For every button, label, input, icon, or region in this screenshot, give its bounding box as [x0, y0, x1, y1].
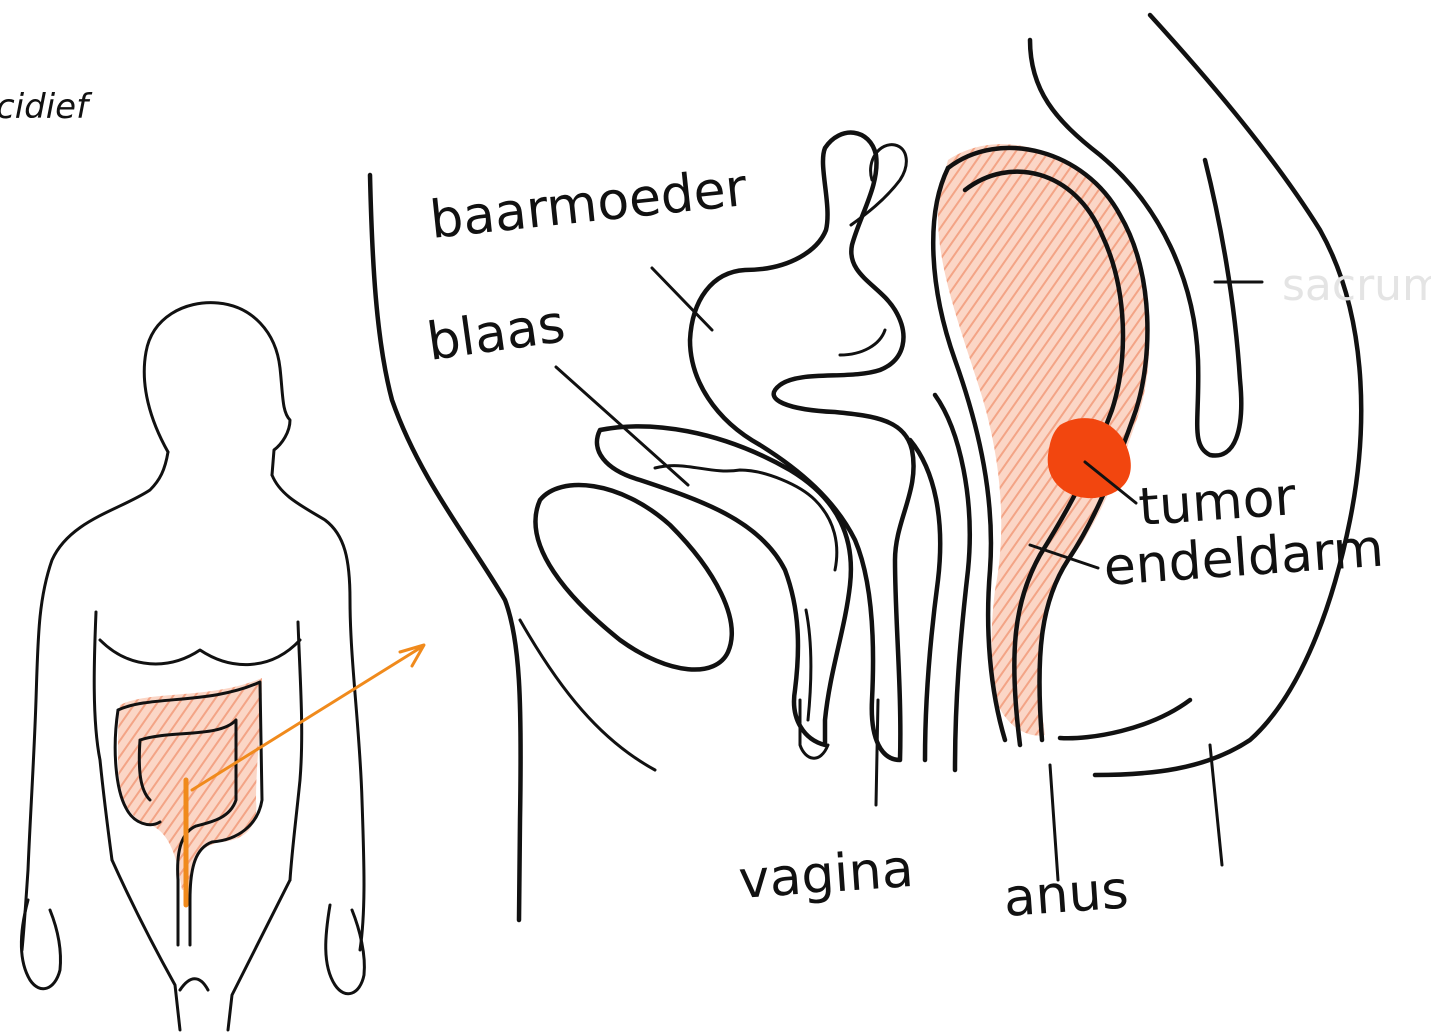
label-sacrum-faint: sacrum	[1282, 260, 1431, 311]
body-hand-left	[22, 900, 61, 989]
body-chest-lines	[100, 640, 300, 665]
buttock-line	[1060, 700, 1190, 738]
label-uterus: baarmoeder	[427, 158, 750, 251]
bladder-outline	[597, 426, 851, 745]
label-bladder: blaas	[423, 294, 568, 373]
bladder-wall-inner	[806, 610, 811, 720]
label-vagina: vagina	[737, 839, 916, 911]
body-head-outline	[144, 303, 290, 475]
label-anus: anus	[1002, 860, 1131, 929]
body-leg-lines	[112, 860, 290, 1030]
colon-highlight	[118, 678, 262, 890]
fallopian-tube	[851, 145, 906, 225]
pubic-bone	[535, 485, 731, 670]
title-text: cidief	[0, 87, 93, 127]
vagina-outline	[910, 395, 970, 770]
uterus-cavity	[840, 330, 885, 355]
uterus-outline	[690, 133, 914, 760]
body-figure	[22, 303, 425, 1030]
pelvic-floor-line	[520, 620, 655, 770]
abdominal-wall	[370, 175, 521, 920]
pelvis-cross-section	[370, 15, 1361, 920]
